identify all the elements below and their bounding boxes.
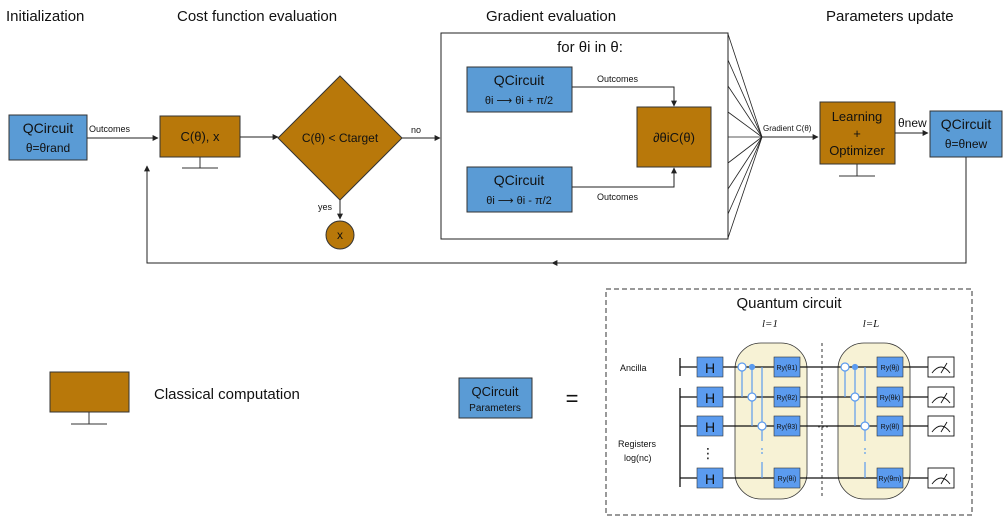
h-gate-2: H — [705, 390, 715, 406]
ry-gate-lL-q4: Ry(θm) — [879, 476, 902, 483]
new-qcircuit-title: QCircuit — [941, 116, 992, 132]
new-qcircuit-sub: θ=θnew — [945, 137, 988, 151]
legend-qcircuit-sub: Parameters — [469, 403, 521, 414]
layer-last-capsule — [837, 342, 911, 500]
edge-outcomes-init: Outcomes — [89, 124, 131, 134]
optimizer-line2: + — [853, 126, 861, 141]
registers-sub-label: log(nc) — [624, 453, 652, 463]
stage-gradient: Gradient evaluation — [486, 8, 616, 25]
layer-first-capsule — [734, 342, 808, 500]
layer-last-label: l=L — [863, 318, 880, 330]
h-gate-3: H — [705, 419, 715, 435]
edge-gradient: Gradient C(θ) — [763, 124, 812, 133]
registers-label: Registers — [618, 439, 657, 449]
ry-gates-layer-last: Ry(θj) Ry(θk) Ry(θl) Ry(θm) — [876, 356, 904, 489]
stage-update: Parameters update — [826, 8, 954, 25]
legend-equals: = — [566, 386, 579, 411]
edge-yes: yes — [318, 202, 333, 212]
init-qcircuit-title: QCircuit — [23, 120, 74, 136]
layer-ellipsis: ··· — [817, 419, 829, 433]
cost-function-label: C(θ), x — [181, 129, 221, 144]
legend-classical: Classical computation — [49, 371, 300, 425]
legend-qcircuit-title: QCircuit — [472, 384, 519, 399]
partial-derivative-label: ∂θiC(θ) — [653, 130, 695, 145]
partial-derivative-box: ∂θiC(θ) — [636, 106, 712, 168]
ry-gate-l1-q2: Ry(θ2) — [776, 395, 797, 402]
layer-first-label: l=1 — [762, 318, 778, 330]
stage-initialization: Initialization — [6, 8, 84, 25]
optimizer-line3: Optimizer — [829, 143, 885, 158]
qcircuit-minus-sub: θi ⟶ θi - π/2 — [486, 195, 552, 207]
decision-label: C(θ) < Ctarget — [302, 131, 379, 145]
measurement-icons — [927, 356, 955, 489]
ry-gate-l1-q3: Ry(θ3) — [776, 424, 797, 431]
qubit-vertical-dots: ⋮ — [701, 445, 715, 461]
gradient-fan — [727, 33, 763, 239]
qcircuit-plus-title: QCircuit — [494, 72, 545, 88]
feedback-loop — [144, 157, 967, 266]
cost-function-box: C(θ), x — [159, 115, 241, 169]
legend-qcircuit: QCircuit Parameters — [458, 377, 533, 419]
stage-cost: Cost function evaluation — [177, 8, 337, 25]
edge-outcomes-minus: Outcomes — [597, 192, 639, 202]
gradient-loop-header: for θi in θ: — [557, 39, 623, 56]
qcircuit-plus-sub: θi ⟶ θi + π/2 — [485, 95, 553, 107]
ry-gate-lL-q3: Ry(θl) — [881, 424, 900, 431]
qcircuit-minus-box: QCircuit θi ⟶ θi - π/2 — [466, 166, 573, 213]
ry-gate-l1-q1: Ry(θ1) — [776, 365, 797, 372]
end-circle-label: x — [337, 228, 343, 242]
edge-outcomes-plus: Outcomes — [597, 74, 639, 84]
new-qcircuit-box: QCircuit θ=θnew — [929, 110, 1003, 158]
ry-gates-layer-1: Ry(θ1) Ry(θ2) Ry(θ3) Ry(θi) — [773, 356, 801, 489]
optimizer-box: Learning + Optimizer — [819, 101, 896, 177]
ry-gate-lL-q1: Ry(θj) — [881, 365, 900, 372]
legend-classical-label: Classical computation — [154, 386, 300, 403]
decision-diamond: C(θ) < Ctarget — [277, 75, 403, 201]
ry-gate-l1-q4: Ry(θi) — [778, 476, 797, 483]
ancilla-label: Ancilla — [620, 363, 647, 373]
quantum-circuit-panel: Quantum circuit l=1 l=L Ancilla Register… — [605, 288, 973, 516]
qcircuit-plus-box: QCircuit θi ⟶ θi + π/2 — [466, 66, 573, 113]
end-circle: x — [325, 220, 355, 250]
init-qcircuit-box: QCircuit θ=θrand — [8, 114, 88, 161]
quantum-circuit-title: Quantum circuit — [736, 295, 842, 312]
edge-theta-new: θnew — [898, 116, 927, 130]
h-gate-4: H — [705, 471, 715, 487]
h-gate-1: H — [705, 360, 715, 376]
init-qcircuit-sub: θ=θrand — [26, 141, 70, 155]
hadamard-gates: H H H H ⋮ — [696, 356, 724, 489]
qcircuit-minus-title: QCircuit — [494, 172, 545, 188]
edge-no: no — [411, 125, 421, 135]
ry-gate-lL-q2: Ry(θk) — [880, 395, 901, 402]
optimizer-line1: Learning — [832, 109, 883, 124]
